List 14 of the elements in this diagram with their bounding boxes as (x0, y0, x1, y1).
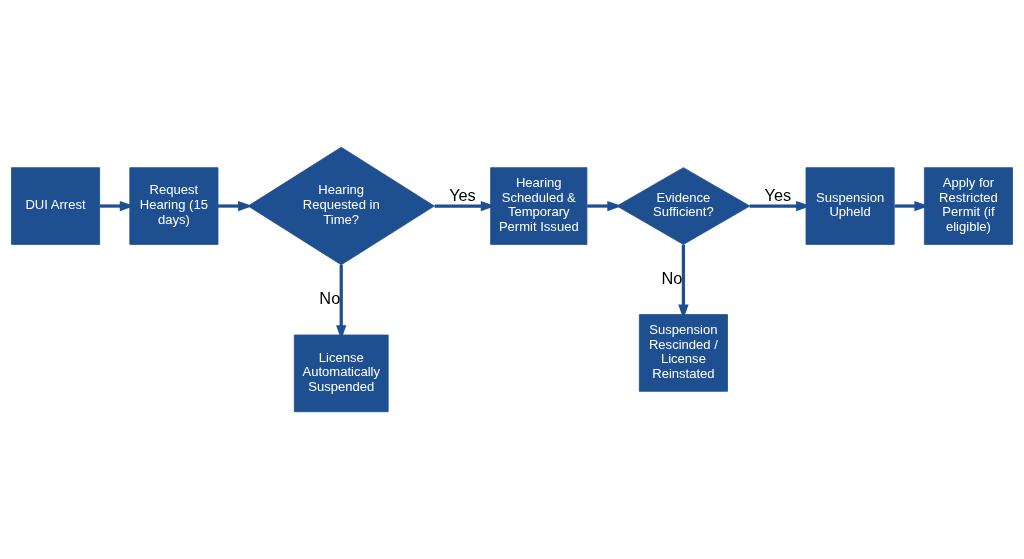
node-diamond: Evidence Sufficient? (616, 167, 751, 245)
node-diamond: Hearing Requested in Time? (247, 146, 435, 266)
edge-label: Yes (449, 186, 476, 205)
edge-label: Yes (764, 186, 792, 205)
node-box: DUI Arrest (11, 167, 101, 245)
edge-label: No (319, 288, 341, 307)
edge-label: No (661, 268, 683, 287)
node-box: Request Hearing (15 days) (129, 167, 219, 245)
node-box: License Automatically Suspended (293, 334, 389, 413)
node-box: Suspension Rescinded / License Reinstated (638, 314, 728, 392)
arrow (218, 200, 253, 212)
node-box: Apply for Restricted Permit (if eligible) (923, 167, 1013, 245)
node-box: Suspension Upheld (805, 167, 895, 245)
node-box: Hearing Scheduled & Temporary Permit Issued (490, 167, 588, 245)
